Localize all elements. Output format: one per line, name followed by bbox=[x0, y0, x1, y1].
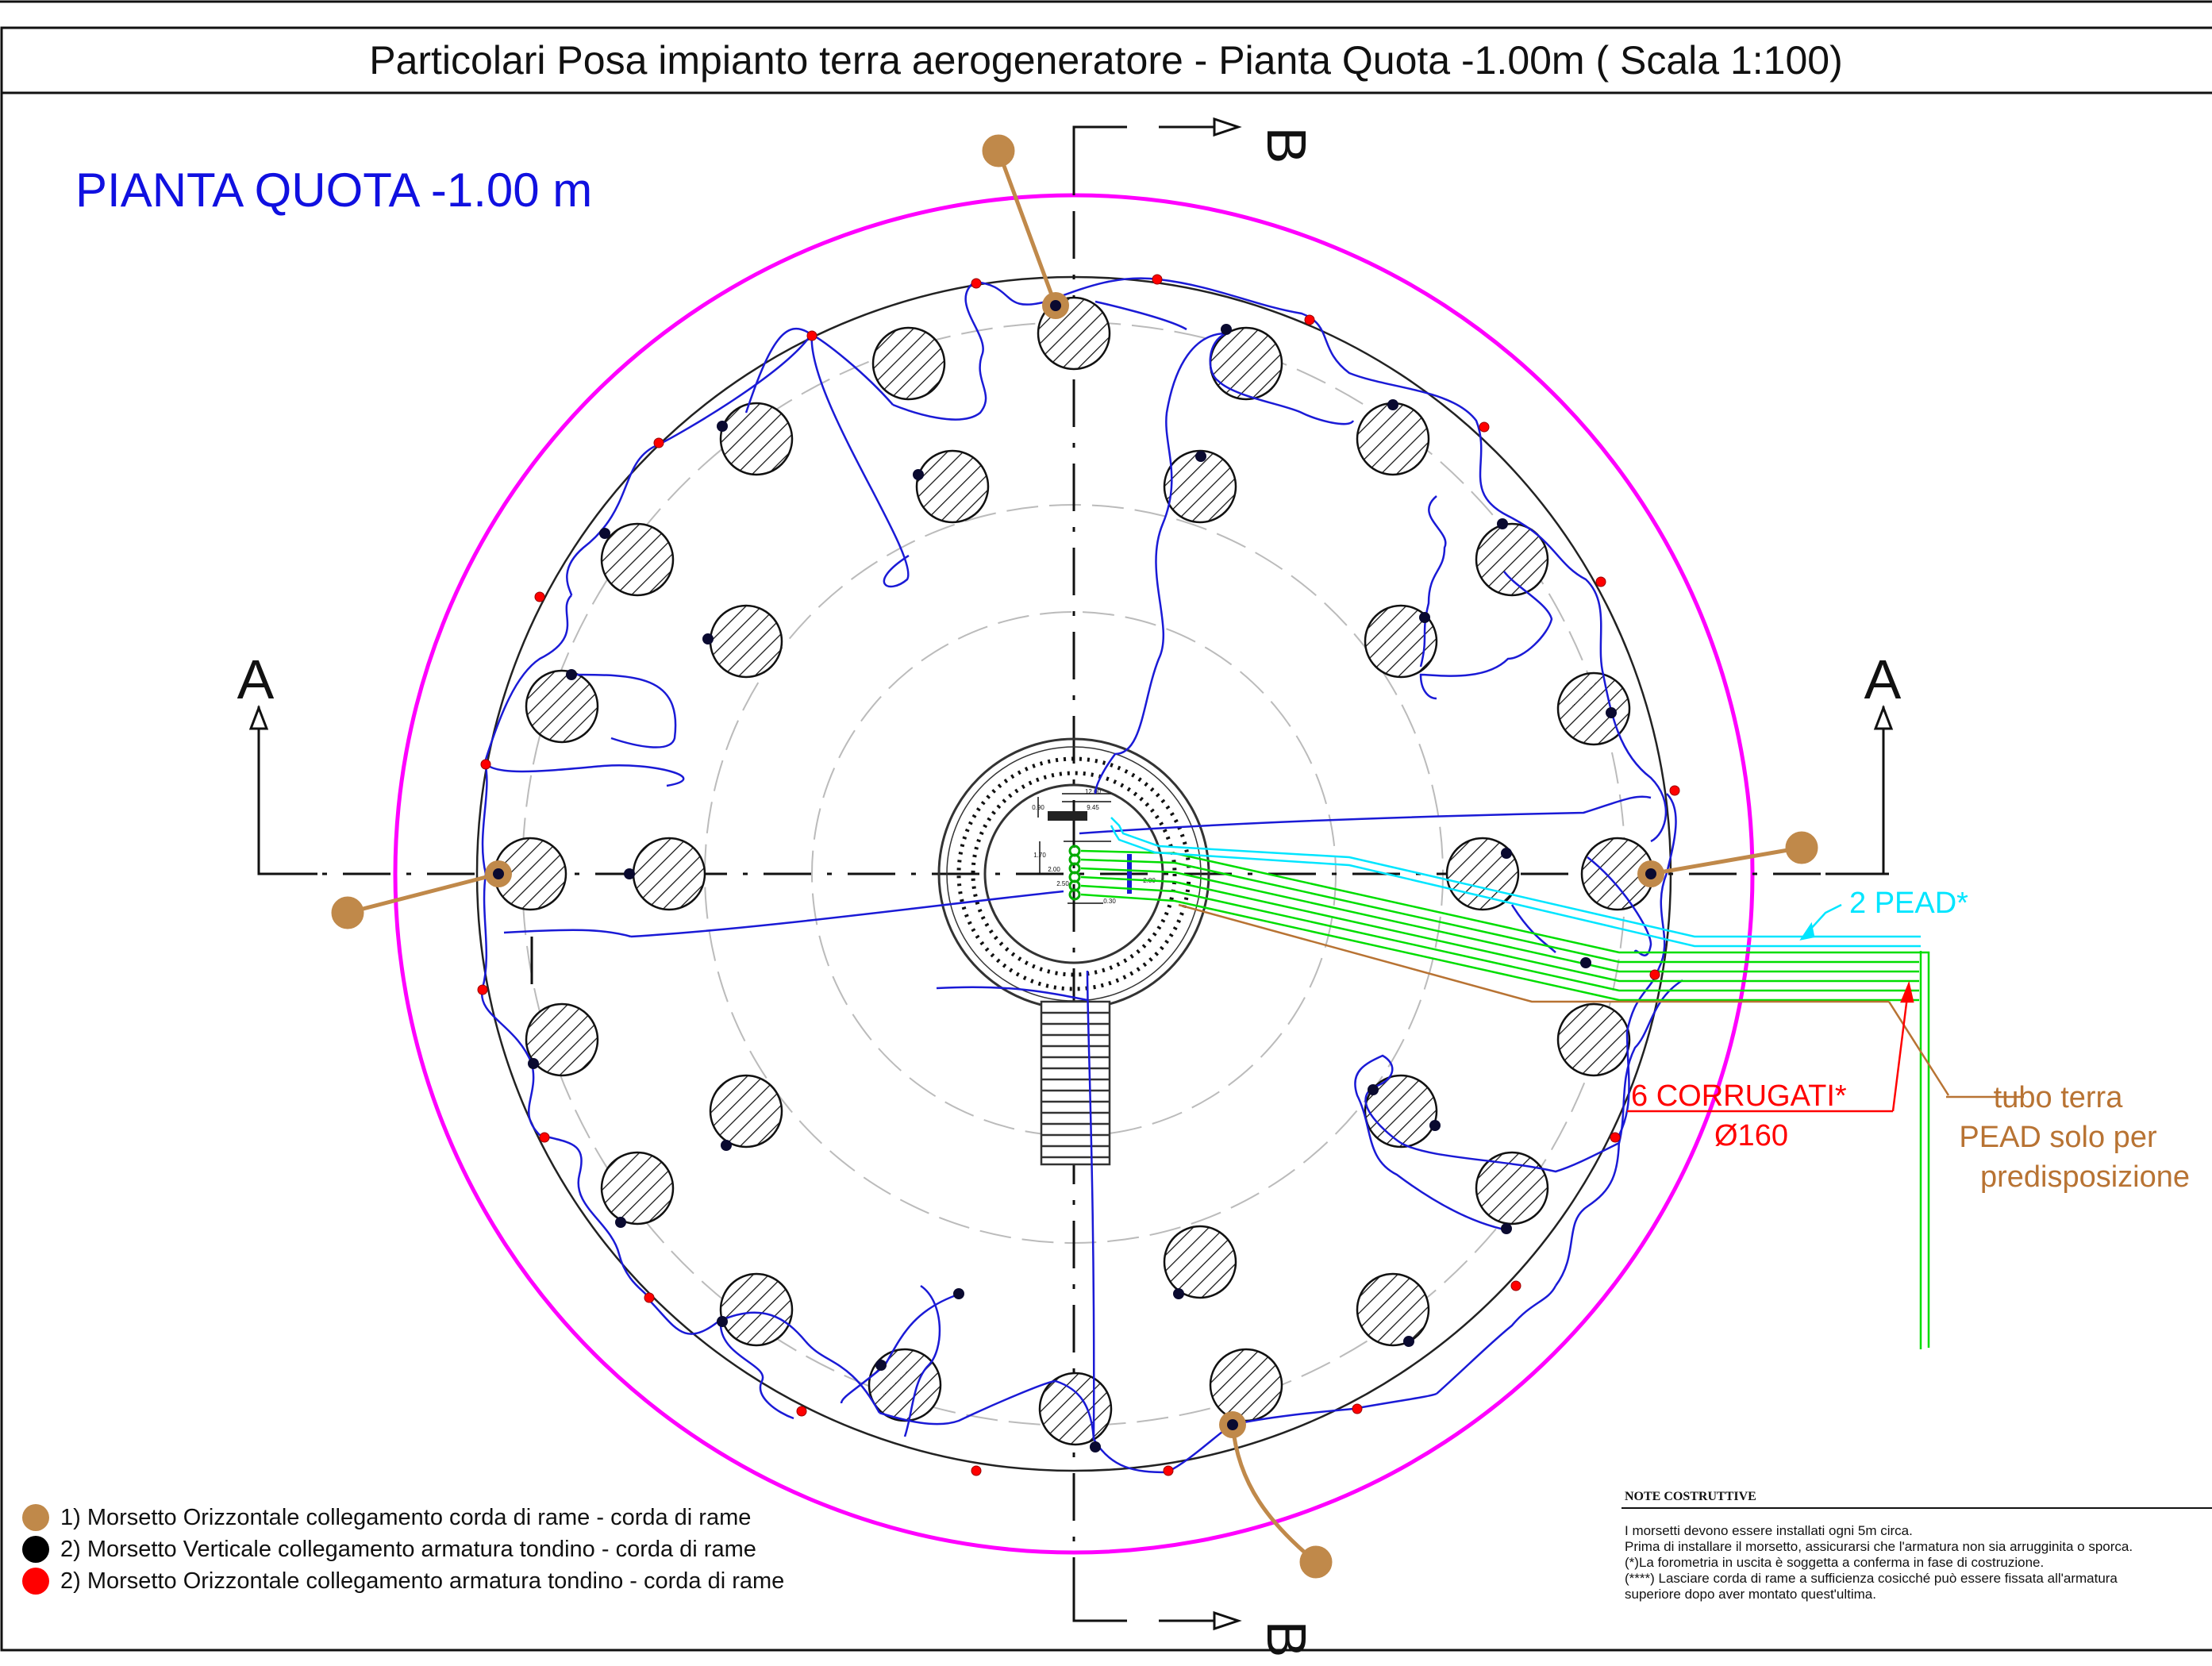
pile bbox=[1209, 1348, 1283, 1422]
pile bbox=[525, 1002, 599, 1077]
drawing-title: Particolari Posa impianto terra aerogene… bbox=[369, 38, 1843, 83]
pile bbox=[1356, 1272, 1430, 1347]
tubo-terra-label-2: PEAD solo per bbox=[1959, 1121, 2157, 1154]
note-line: (*)La forometria in uscita è soggetta a … bbox=[1625, 1555, 2045, 1570]
pead-pipes bbox=[1110, 817, 1921, 948]
pile bbox=[1038, 1372, 1113, 1446]
pile bbox=[632, 837, 706, 911]
legend-item: 1) Morsetto Orizzontale collegamento cor… bbox=[22, 1504, 832, 1531]
section-a-right: A bbox=[1864, 648, 1902, 710]
notes-body: I morsetti devono essere installati ogni… bbox=[1621, 1509, 2212, 1603]
dimension-label: 2.00 bbox=[1048, 866, 1060, 873]
legend-item: 2) Morsetto Verticale collegamento armat… bbox=[22, 1536, 832, 1563]
tubo-terra-pipe bbox=[1178, 903, 2024, 1098]
pile bbox=[719, 1272, 794, 1347]
pile bbox=[1475, 1151, 1549, 1225]
brown-clamp-icon bbox=[22, 1504, 49, 1531]
pile bbox=[1163, 1225, 1237, 1299]
dimension-label: 0.90 bbox=[1032, 804, 1044, 811]
pile bbox=[709, 604, 783, 679]
red-clamp-icon bbox=[22, 1568, 49, 1595]
dimension-label: 1.70 bbox=[1033, 852, 1046, 859]
piles-outer-ring bbox=[493, 296, 1655, 1446]
pile bbox=[1556, 1002, 1631, 1077]
legend-item: 2) Morsetto Orizzontale collegamento arm… bbox=[22, 1568, 832, 1595]
dimension-label: 9.45 bbox=[1087, 804, 1099, 811]
notes-title: NOTE COSTRUTTIVE bbox=[1621, 1487, 2212, 1509]
pile bbox=[600, 1151, 675, 1225]
black-clamp-icon bbox=[22, 1536, 49, 1563]
pile bbox=[525, 669, 599, 744]
earth-cable bbox=[480, 277, 1683, 1474]
tower-pedestal bbox=[937, 737, 1210, 1010]
pead-label: 2 PEAD* bbox=[1849, 887, 1968, 920]
dimension-label: 12.00 bbox=[1085, 788, 1102, 795]
annotation-leaders bbox=[1627, 903, 1914, 1113]
red-clamps bbox=[477, 274, 1680, 1476]
note-line: Prima di installare il morsetto, assicur… bbox=[1625, 1539, 2133, 1554]
note-line: (****) Lasciare corda di rame a sufficie… bbox=[1625, 1571, 2118, 1586]
legend-text: 2) Morsetto Verticale collegamento armat… bbox=[60, 1537, 756, 1562]
vertical-clamps bbox=[493, 300, 1656, 1452]
section-b-top: B bbox=[1256, 127, 1318, 164]
access-stairs bbox=[1040, 1000, 1111, 1166]
plan-label: PIANTA QUOTA -1.00 m bbox=[75, 164, 593, 217]
horizontal-clamps bbox=[331, 134, 1818, 1579]
note-line: I morsetti devono essere installati ogni… bbox=[1625, 1523, 1913, 1538]
pile bbox=[709, 1074, 783, 1149]
pile bbox=[600, 522, 675, 597]
legend: 1) Morsetto Orizzontale collegamento cor… bbox=[22, 1504, 832, 1599]
pile bbox=[1364, 604, 1438, 679]
pile bbox=[1356, 402, 1430, 476]
legend-text: 1) Morsetto Orizzontale collegamento cor… bbox=[60, 1505, 752, 1530]
pile bbox=[1209, 326, 1283, 401]
dimension-label: 2.50 bbox=[1056, 880, 1069, 887]
corrugati-label: 6 CORRUGATI* bbox=[1631, 1079, 1847, 1113]
pile bbox=[915, 449, 990, 524]
legend-text: 2) Morsetto Orizzontale collegamento arm… bbox=[60, 1568, 785, 1594]
tubo-terra-label-3: predisposizione bbox=[1980, 1160, 2190, 1194]
section-b-bottom: B bbox=[1256, 1621, 1318, 1658]
pile bbox=[719, 402, 794, 476]
pile bbox=[871, 326, 946, 401]
pile bbox=[1475, 522, 1549, 597]
pile bbox=[1163, 449, 1237, 524]
construction-notes: NOTE COSTRUTTIVE I morsetti devono esser… bbox=[1621, 1487, 2212, 1650]
dimension-label: 0.30 bbox=[1103, 898, 1116, 905]
note-line: superiore dopo aver montato quest'ultima… bbox=[1625, 1587, 1876, 1602]
corrugati-diameter: Ø160 bbox=[1714, 1119, 1788, 1152]
tubo-terra-label-1: tubo terra bbox=[1994, 1081, 2124, 1114]
corrugati-conduits bbox=[1080, 849, 1930, 1349]
section-a-left: A bbox=[237, 648, 275, 710]
pile bbox=[1556, 671, 1631, 746]
